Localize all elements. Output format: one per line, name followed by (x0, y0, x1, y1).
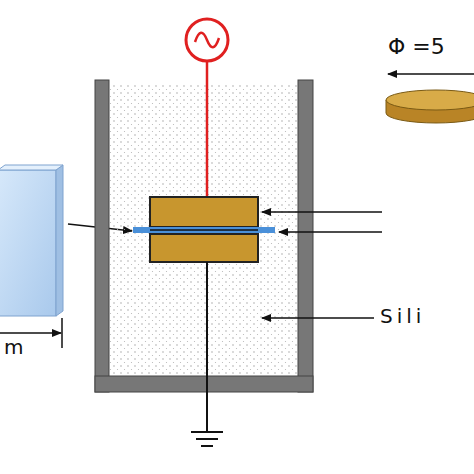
diameter-arrow (388, 73, 474, 75)
oil-container (95, 80, 313, 392)
dimension-label: m (4, 337, 23, 357)
ground-symbol (191, 262, 223, 446)
leader-arrow (279, 231, 382, 233)
leader-arrow (262, 211, 382, 213)
electrode-assembly (133, 197, 275, 262)
material-label: Sili (380, 306, 425, 326)
film-sample-slab (0, 165, 63, 316)
disc-electrode (386, 90, 474, 123)
ac-source-symbol (186, 19, 228, 197)
leader-arrow (262, 317, 374, 319)
diameter-label: Φ =5 (388, 36, 445, 58)
